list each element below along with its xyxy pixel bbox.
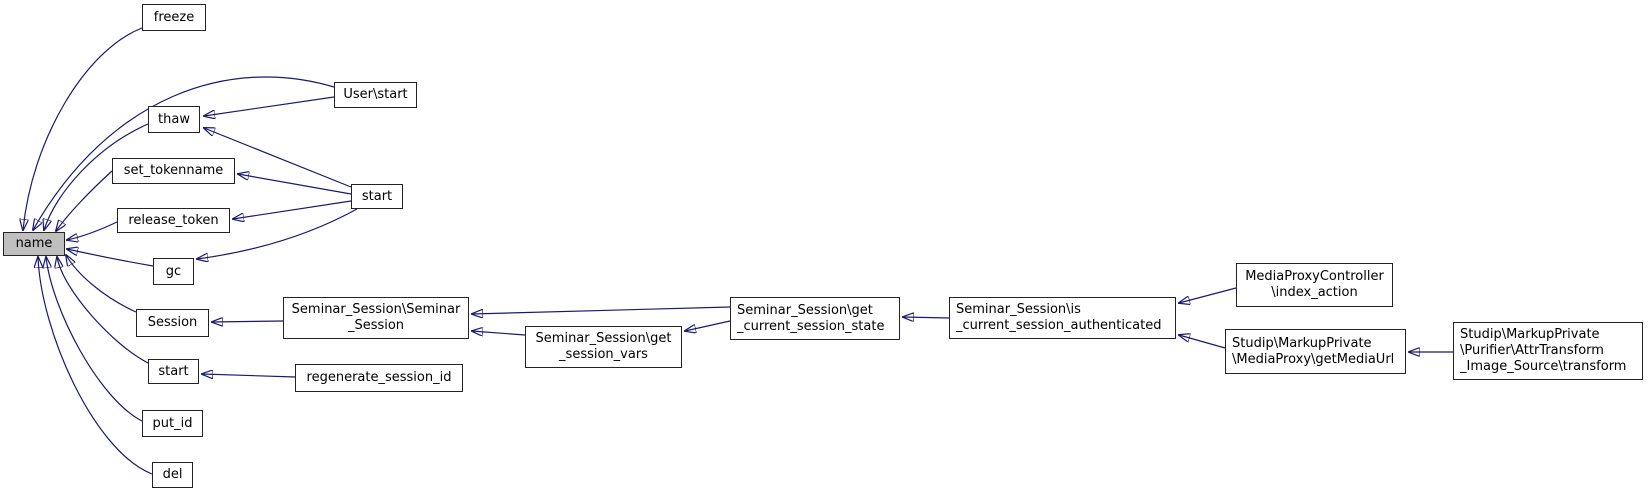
edge-regenerate-session-id-to-start-lower [202,374,296,377]
edge-start-top-to-release-token [233,200,352,219]
node-thaw[interactable]: thaw [148,106,200,133]
node-freeze[interactable]: freeze [142,4,206,31]
edge-put-id-to-name [46,257,143,422]
node-release-token[interactable]: release_token [117,208,230,233]
node-regenerate-session-id[interactable]: regenerate_session_id [295,364,463,392]
edge-gc-to-name [67,249,154,267]
node-gc[interactable]: gc [153,258,194,285]
node-get-current-session-state[interactable]: Seminar_Session\get _current_session_sta… [730,297,900,340]
edge-user-start-to-thaw [204,96,335,116]
edge-index-action-to-is-current-session-authenticated [1179,287,1237,303]
node-start-top[interactable]: start [351,184,403,209]
edge-get-current-session-state-to-seminar-session [472,306,731,314]
edge-is-current-session-authenticated-to-get-current-session-state [903,317,950,318]
node-name-current: name [3,232,65,256]
node-set-tokenname[interactable]: set_tokenname [112,158,235,184]
edge-get-media-url-to-is-current-session-authenticated [1179,335,1226,349]
node-start-lower[interactable]: start [148,359,199,384]
node-seminar-session[interactable]: Seminar_Session\Seminar _Session [283,297,469,339]
edge-session-to-name [66,255,137,313]
node-put-id[interactable]: put_id [142,410,203,437]
node-get-media-url[interactable]: Studip\MarkupPrivate \MediaProxy\getMedi… [1225,329,1406,374]
edge-release-token-to-name [67,221,118,240]
edge-del-to-name [38,257,153,475]
node-get-session-vars[interactable]: Seminar_Session\get _session_vars [525,326,682,368]
edge-get-current-session-state-to-get-session-vars [685,320,731,331]
node-del[interactable]: del [152,462,193,488]
node-is-current-session-authenticated[interactable]: Seminar_Session\is _current_session_auth… [949,297,1176,339]
node-index-action[interactable]: MediaProxyController \index_action [1236,263,1393,307]
node-transform[interactable]: Studip\MarkupPrivate \Purifier\AttrTrans… [1453,322,1643,380]
edge-start-lower-to-name [57,257,149,364]
edge-freeze-to-name [23,27,143,230]
node-session[interactable]: Session [136,309,209,337]
edge-get-session-vars-to-seminar-session [472,331,526,335]
edge-seminar-session-to-session [212,321,284,322]
edge-start-top-to-set-tokenname [238,174,352,195]
node-user-start[interactable]: User\start [334,82,417,108]
edge-set-tokenname-to-name [56,170,113,231]
